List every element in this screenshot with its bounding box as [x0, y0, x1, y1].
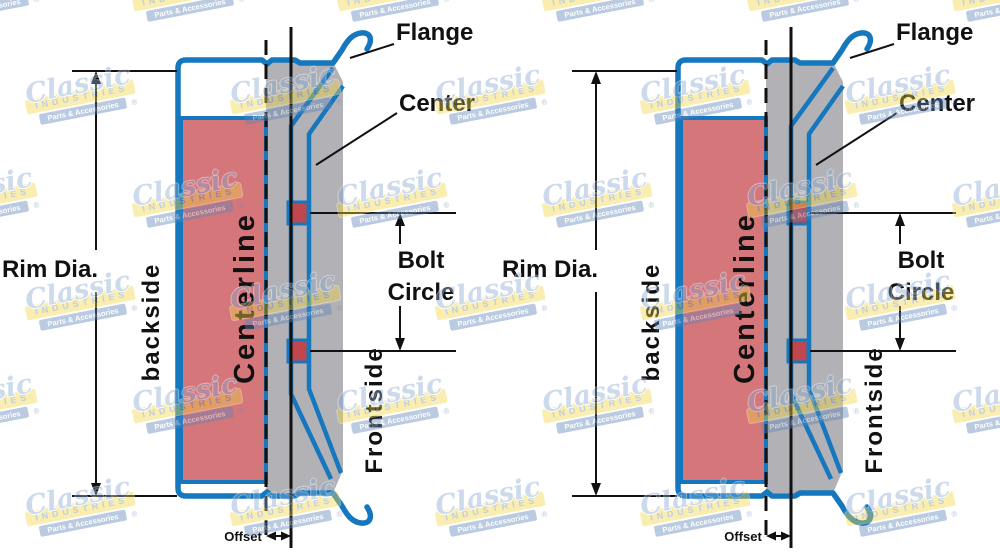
- center-label: Center: [399, 90, 475, 117]
- offset-arrow-left: [266, 531, 276, 541]
- bolt-hole-upper: [286, 200, 310, 226]
- offset-arrow-left: [766, 531, 776, 541]
- backside-label: backside: [638, 263, 665, 382]
- offset-arrow-right: [781, 531, 791, 541]
- flange-label: Flange: [396, 19, 473, 46]
- centerline-label: Centerline: [229, 212, 261, 384]
- offset-arrow-right: [281, 531, 291, 541]
- bolt-hole-lower: [786, 338, 810, 364]
- bolt-hole-lower: [286, 338, 310, 364]
- center-label: Center: [899, 90, 975, 117]
- wheel-panel: Flange Center Rim Dia. backside Centerli…: [2, 19, 475, 548]
- center-leader-line: [315, 112, 398, 166]
- bolt-circle-arrow-up: [395, 213, 405, 226]
- rim-outline: [175, 30, 374, 526]
- wheel-panel-2: Flange Center Rim Dia. backside Centerli…: [500, 0, 1000, 555]
- frontside-label: Frontside: [861, 346, 888, 473]
- rim-outline: [675, 30, 874, 526]
- bolt-circle-arrow-up: [895, 213, 905, 226]
- bolt-circle-arrow-down: [395, 338, 405, 351]
- centerline-label: Centerline: [729, 212, 761, 384]
- bolt-circle-label-line2: Circle: [388, 279, 455, 306]
- interior-shading: [766, 62, 843, 493]
- interior-shading: [266, 62, 343, 493]
- rim-dia-arrow-down: [91, 483, 101, 496]
- rim-dia-label: Rim Dia.: [2, 256, 98, 283]
- rim-dia-label: Rim Dia.: [502, 256, 598, 283]
- center-leader-line: [815, 112, 898, 166]
- rim-cross-section-svg: Flange Center Rim Dia. backside Centerli…: [2, 19, 475, 548]
- offset-label: Offset: [224, 529, 262, 544]
- bolt-circle-label-line2: Circle: [888, 279, 955, 306]
- frontside-label: Frontside: [361, 346, 388, 473]
- rim-dia-arrow-up: [591, 71, 601, 84]
- rim-dia-arrow-down: [591, 483, 601, 496]
- bolt-circle-label-line1: Bolt: [398, 247, 445, 274]
- flange-leader-line: [849, 43, 895, 59]
- rim-cross-section-svg: Flange Center Rim Dia. backside Centerli…: [502, 19, 975, 548]
- backspace-area: [679, 116, 768, 484]
- flange-leader-line: [349, 43, 395, 59]
- flange-label: Flange: [896, 19, 973, 46]
- bolt-hole-upper: [786, 200, 810, 226]
- offset-label: Offset: [724, 529, 762, 544]
- backspace-area: [179, 116, 268, 484]
- backside-label: backside: [138, 263, 165, 382]
- bolt-circle-arrow-down: [895, 338, 905, 351]
- bolt-circle-label-line1: Bolt: [898, 247, 945, 274]
- rim-dia-arrow-up: [91, 71, 101, 84]
